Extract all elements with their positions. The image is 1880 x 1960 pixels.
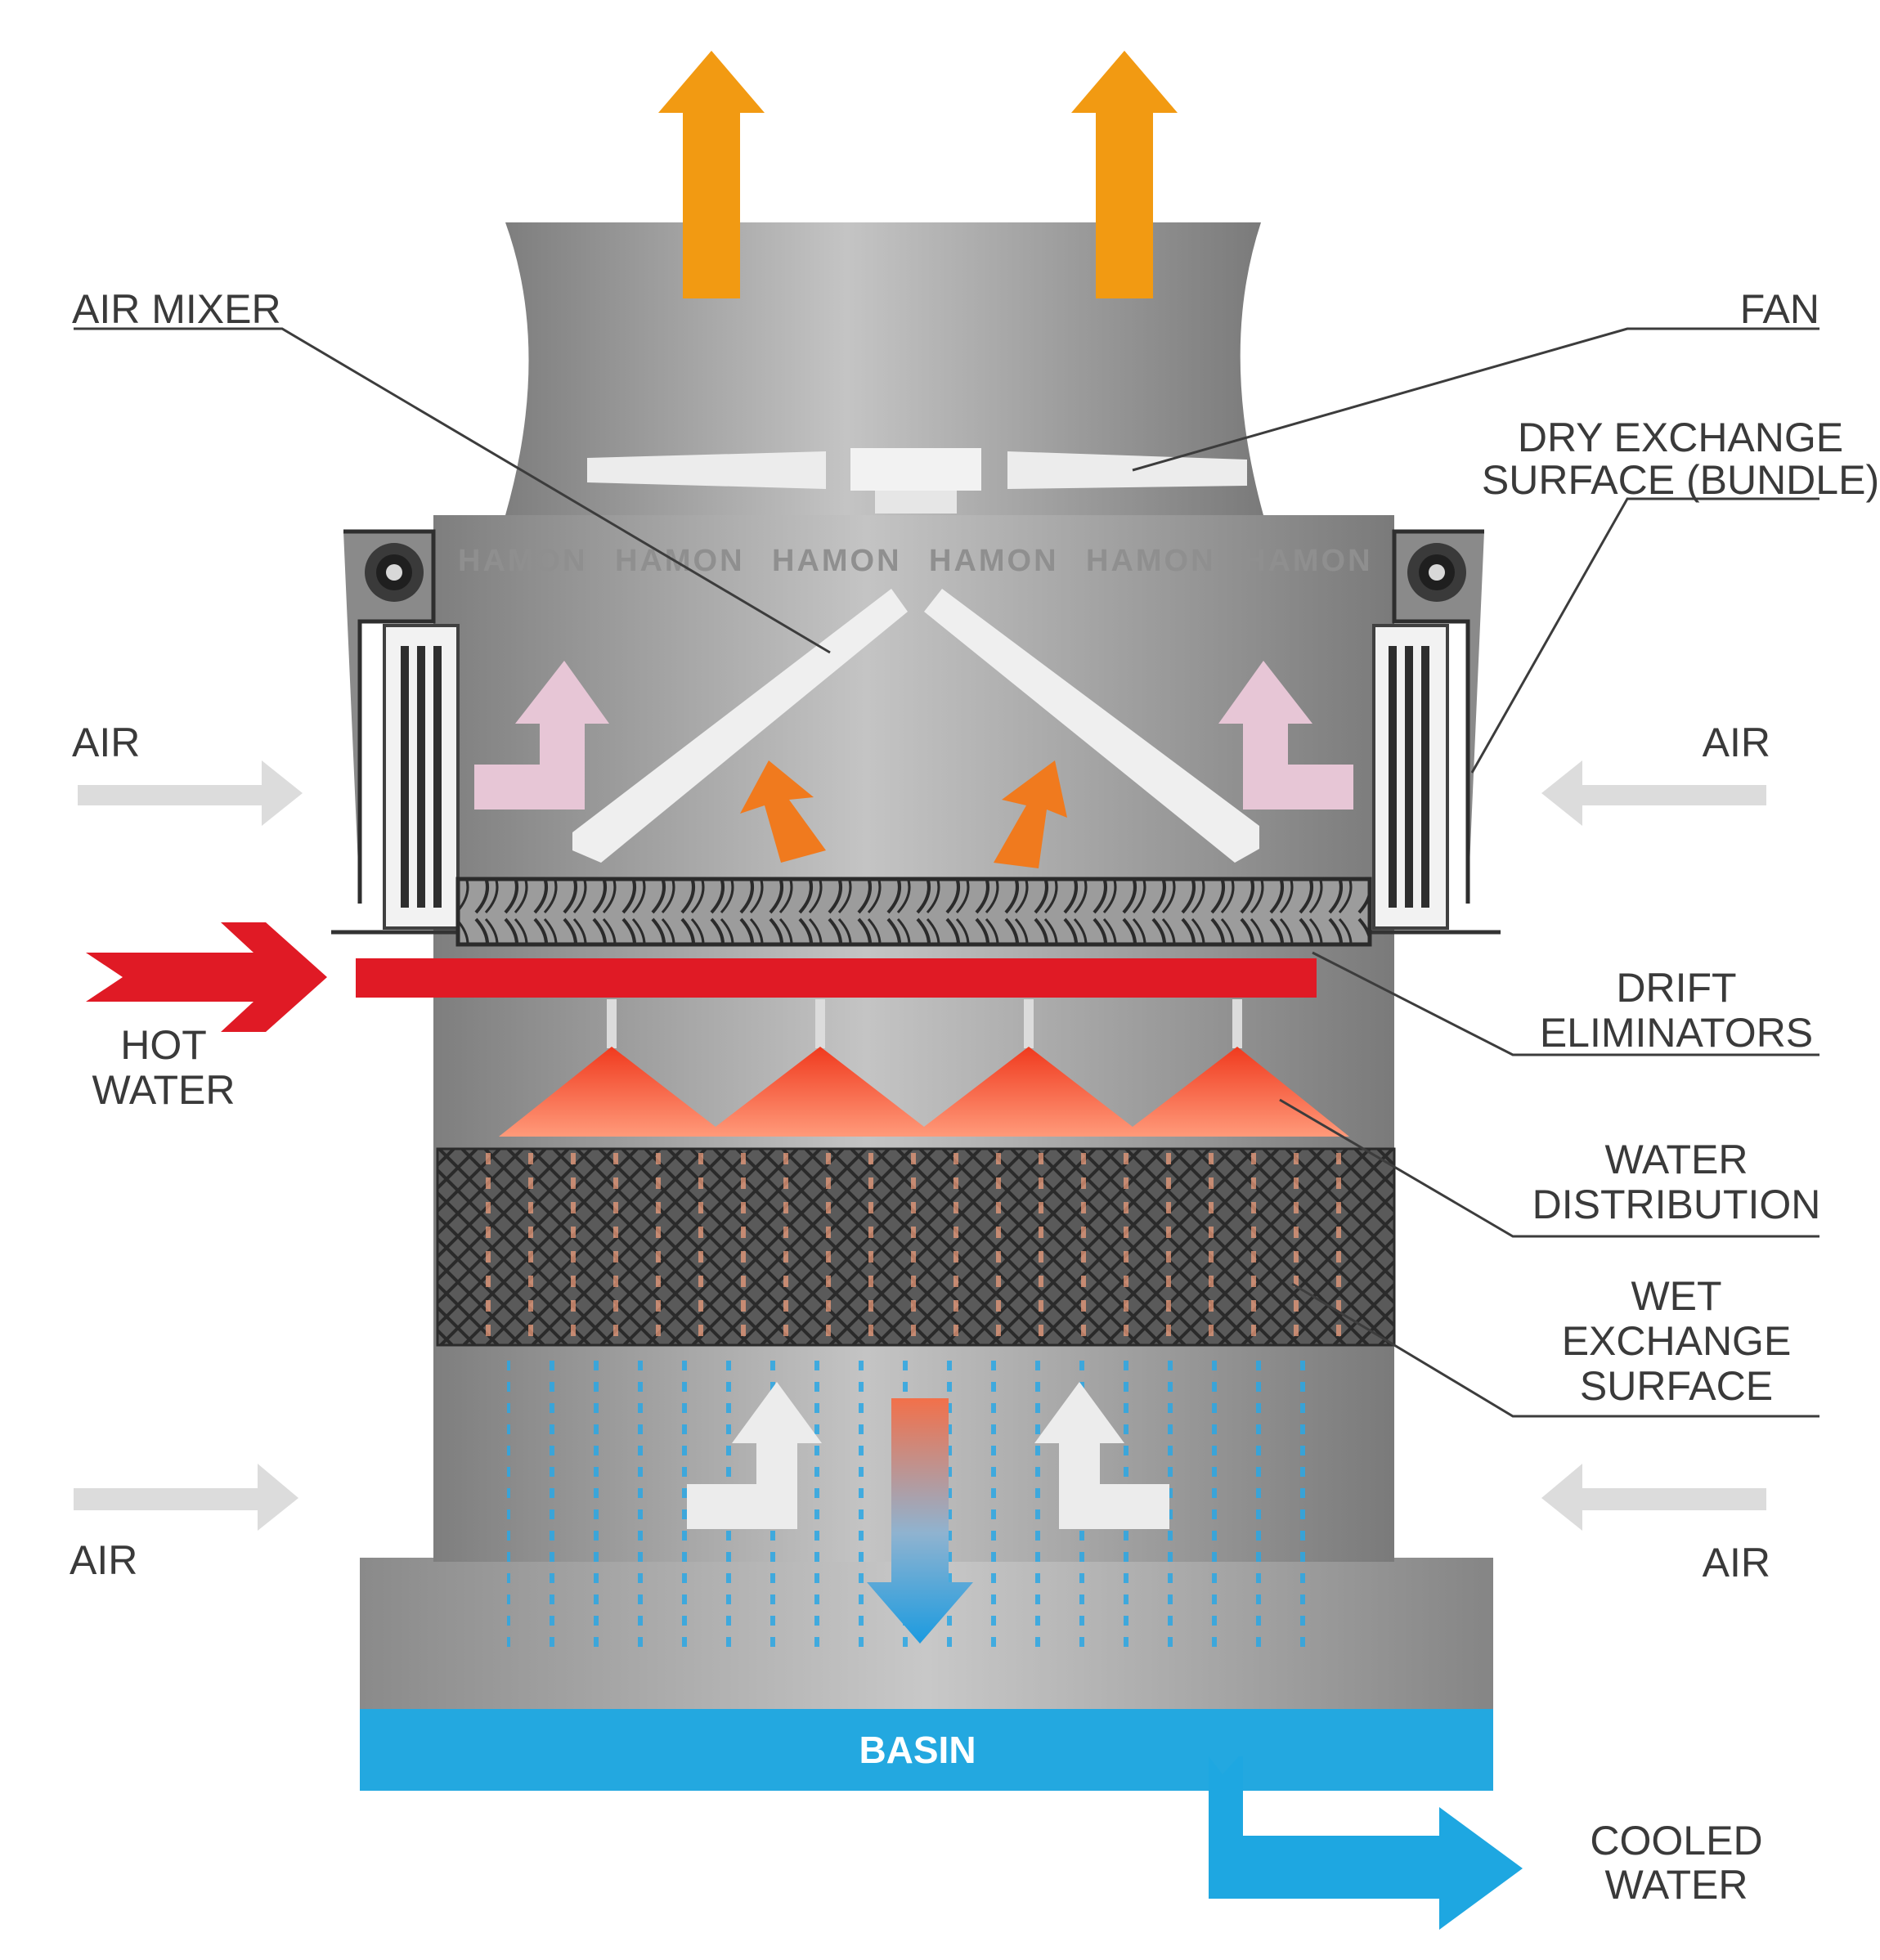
label-water-distribution: DISTRIBUTION bbox=[1532, 1182, 1821, 1227]
cooled-water-arrow bbox=[1209, 1756, 1523, 1930]
drift-eliminators bbox=[455, 877, 1372, 947]
label-wet-exchange: SURFACE bbox=[1580, 1363, 1773, 1409]
fan-icon bbox=[587, 448, 1247, 514]
falling-water-arrow bbox=[867, 1398, 973, 1644]
wet-media-droplets bbox=[458, 1153, 1374, 1341]
label-air-mixer: AIR MIXER bbox=[72, 286, 281, 332]
warm-air-arrow-right bbox=[994, 760, 1067, 868]
leader-water-distribution bbox=[1279, 1098, 1819, 1238]
air-inlet-arrow-bottom-right bbox=[1541, 1464, 1766, 1531]
brand-watermark: HAMON bbox=[615, 544, 745, 578]
dry-bundle-left bbox=[343, 529, 460, 930]
pink-air-arrow-left bbox=[474, 661, 609, 810]
pink-air-arrow-right bbox=[1218, 661, 1353, 810]
brand-watermark: HAMON bbox=[1086, 544, 1216, 578]
label-wet-exchange: EXCHANGE bbox=[1562, 1318, 1792, 1364]
label-wet-exchange: WET bbox=[1631, 1273, 1721, 1319]
leader-dry-exchange bbox=[1470, 497, 1819, 774]
label-drift-eliminators: DRIFT bbox=[1616, 965, 1736, 1011]
label-drift-eliminators: ELIMINATORS bbox=[1540, 1010, 1813, 1056]
brand-watermark: HAMON bbox=[929, 544, 1059, 578]
label-air-bottom-right: AIR bbox=[1703, 1540, 1770, 1585]
label-dry-exchange: SURFACE (BUNDLE) bbox=[1482, 457, 1879, 503]
air-mixer-baffle-left bbox=[572, 589, 908, 863]
label-water-distribution: WATER bbox=[1605, 1137, 1748, 1182]
label-air-bottom-left: AIR bbox=[70, 1537, 137, 1583]
label-fan: FAN bbox=[1740, 286, 1819, 332]
label-dry-exchange: DRY EXCHANGE bbox=[1518, 415, 1843, 460]
air-up-arrow-right bbox=[1034, 1382, 1169, 1529]
brand-watermark: HAMON bbox=[458, 544, 588, 578]
brand-watermark: HAMON bbox=[1243, 544, 1373, 578]
air-inlet-arrow-bottom-left bbox=[74, 1464, 298, 1531]
basin-label: BASIN bbox=[859, 1729, 976, 1771]
leader-air-mixer bbox=[74, 327, 831, 654]
exhaust-arrow-left bbox=[658, 51, 765, 298]
label-hot-water: HOT bbox=[120, 1022, 207, 1068]
label-air-top-left: AIR bbox=[72, 720, 140, 765]
air-up-arrow-left bbox=[687, 1382, 822, 1529]
leader-wet-exchange bbox=[1291, 1282, 1819, 1418]
hot-water-arrow bbox=[86, 922, 327, 1032]
warm-air-arrow-left bbox=[740, 760, 826, 863]
basin bbox=[360, 1709, 1493, 1791]
label-air-top-right: AIR bbox=[1703, 720, 1770, 765]
leader-fan bbox=[1132, 327, 1819, 472]
label-hot-water: WATER bbox=[92, 1067, 236, 1113]
water-distribution-sprays bbox=[499, 999, 1349, 1137]
air-inlet-arrow-top-right bbox=[1541, 760, 1766, 826]
label-cooled-water: COOLED bbox=[1590, 1818, 1762, 1864]
brand-watermark: HAMON bbox=[772, 544, 902, 578]
air-mixer-baffle-right bbox=[924, 589, 1259, 863]
leader-drift bbox=[1312, 951, 1819, 1056]
exhaust-arrow-right bbox=[1071, 51, 1178, 298]
hot-water-pipe bbox=[356, 958, 1317, 998]
air-inlet-arrow-top-left bbox=[78, 760, 303, 826]
label-cooled-water: WATER bbox=[1605, 1862, 1748, 1908]
dry-bundle-right bbox=[1372, 529, 1484, 930]
